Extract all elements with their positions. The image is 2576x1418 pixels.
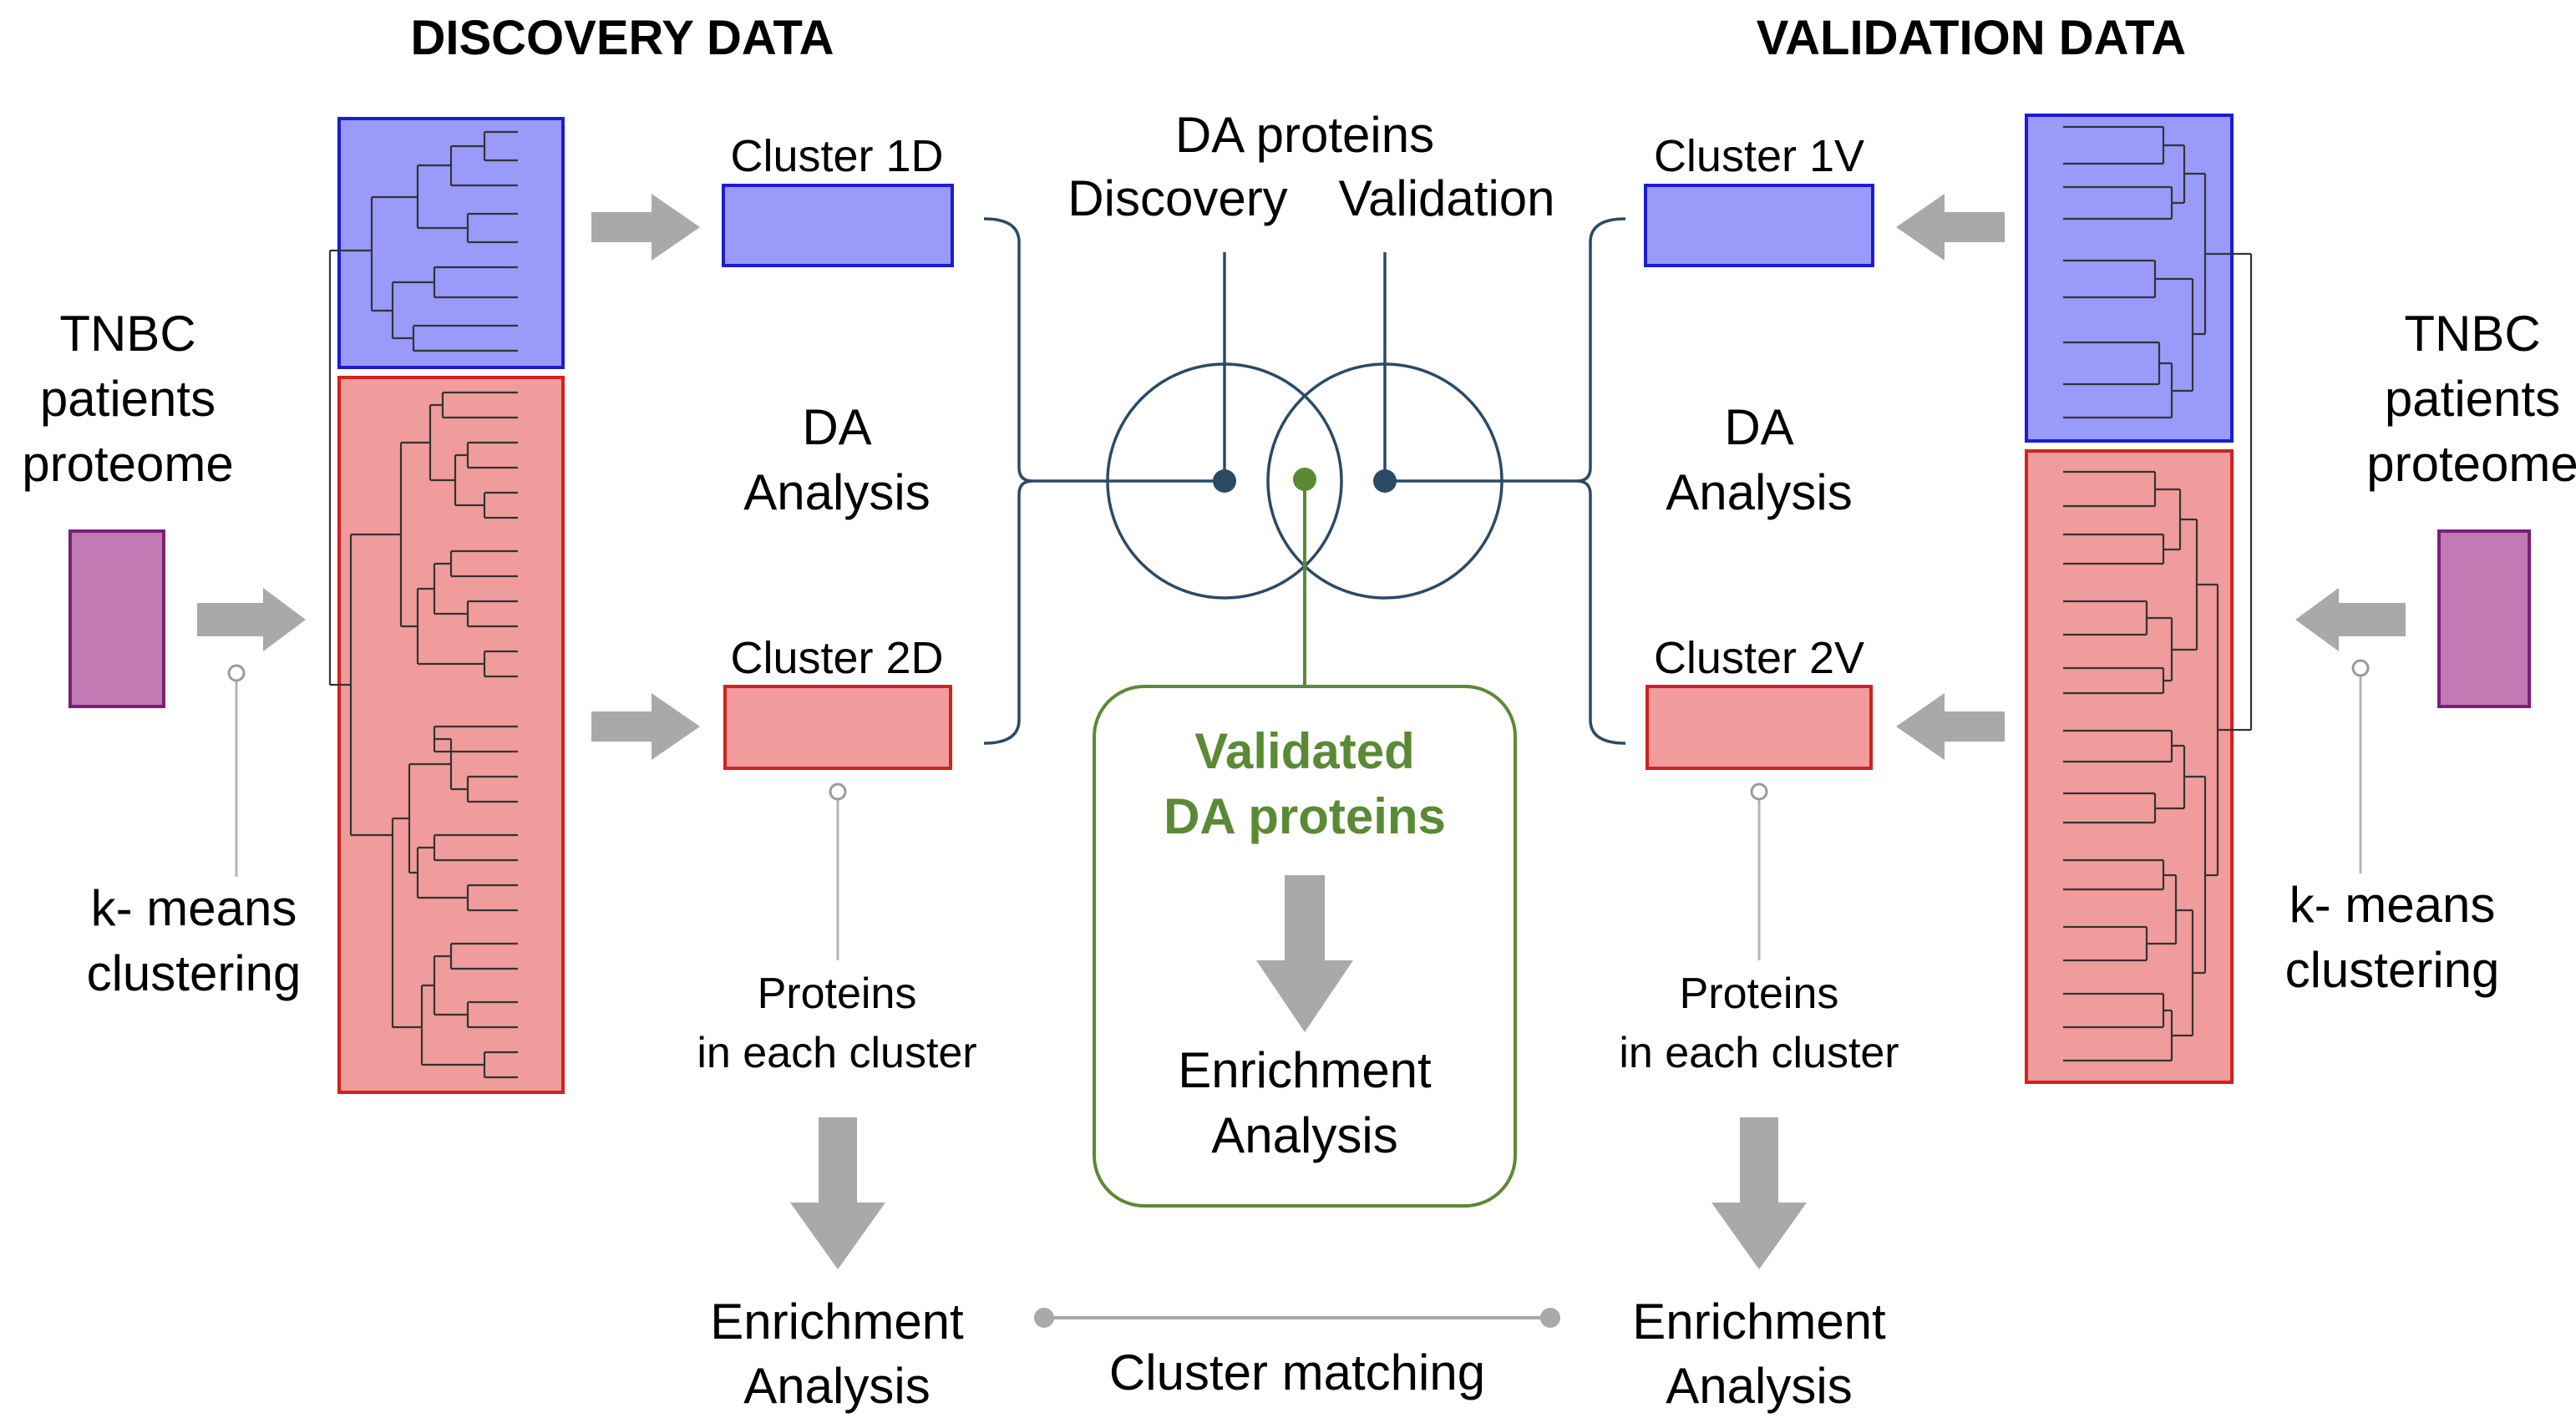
cluster-1d-box xyxy=(722,184,954,267)
validation-dendrogram-tree xyxy=(2063,125,2253,1062)
validated-da-label: Validated DA proteins xyxy=(1164,723,1446,844)
svg-text:Enrichment: Enrichment xyxy=(710,1294,964,1350)
discovery-cluster2-arrow xyxy=(591,693,700,760)
validated-enrichment-arrow xyxy=(1256,875,1353,1032)
svg-text:clustering: clustering xyxy=(87,945,302,1001)
cluster-matching-left-dot xyxy=(1034,1308,1054,1328)
cluster-2v-label: Cluster 2V xyxy=(1654,633,1864,683)
validated-enrichment-label: Enrichment Analysis xyxy=(1178,1042,1432,1163)
svg-text:in each cluster: in each cluster xyxy=(697,1029,976,1077)
discovery-proteins-label: Proteins in each cluster xyxy=(697,970,976,1077)
validation-bracket xyxy=(1576,217,1626,745)
svg-text:TNBC: TNBC xyxy=(59,306,195,362)
cluster-1d-label: Cluster 1D xyxy=(730,131,943,181)
discovery-source-label: TNBC patients proteome xyxy=(22,306,233,492)
cluster-matching-label: Cluster matching xyxy=(1109,1345,1485,1400)
svg-text:k- means: k- means xyxy=(2289,877,2496,933)
discovery-kmeans-leader xyxy=(227,664,246,682)
svg-text:Analysis: Analysis xyxy=(743,464,930,520)
svg-text:proteome: proteome xyxy=(2366,436,2576,492)
discovery-dendrogram-tree xyxy=(328,130,518,1079)
validation-source-label: TNBC patients proteome xyxy=(2366,306,2576,492)
svg-text:TNBC: TNBC xyxy=(2404,306,2540,362)
svg-text:k- means: k- means xyxy=(91,880,297,936)
cluster-2d-label: Cluster 2D xyxy=(730,633,943,683)
cluster-1v-label: Cluster 1V xyxy=(1654,131,1864,181)
svg-text:patients: patients xyxy=(40,371,216,427)
svg-text:Proteins: Proteins xyxy=(758,970,917,1018)
svg-text:DA proteins: DA proteins xyxy=(1164,788,1446,844)
svg-text:DA: DA xyxy=(1724,399,1793,455)
cluster-2v-box xyxy=(1645,685,1873,770)
validation-circle-label: Validation xyxy=(1338,170,1554,226)
discovery-bracket xyxy=(983,217,1033,745)
svg-text:Validated: Validated xyxy=(1194,723,1414,779)
discovery-da-dot xyxy=(1213,469,1236,493)
discovery-proteome-box xyxy=(68,529,165,708)
da-proteins-label: DA proteins xyxy=(1175,107,1434,163)
svg-text:Analysis: Analysis xyxy=(1666,1358,1852,1414)
validation-cluster2-arrow xyxy=(1896,693,2005,760)
validation-dendrogram-cluster1 xyxy=(2025,114,2234,443)
discovery-kmeans-label: k- means clustering xyxy=(87,880,302,1001)
validation-proteome-box xyxy=(2437,529,2531,708)
svg-text:Analysis: Analysis xyxy=(1666,464,1852,520)
validation-dendrogram-cluster2 xyxy=(2025,449,2234,1084)
svg-text:Analysis: Analysis xyxy=(743,1358,930,1414)
svg-text:patients: patients xyxy=(2385,371,2560,427)
discovery-enrichment-label: Enrichment Analysis xyxy=(710,1294,964,1414)
validation-proteins-label: Proteins in each cluster xyxy=(1619,970,1899,1077)
validation-title: VALIDATION DATA xyxy=(1757,11,2186,65)
validation-da-label: DA Analysis xyxy=(1666,399,1852,520)
svg-text:clustering: clustering xyxy=(2285,942,2500,998)
svg-text:DA: DA xyxy=(802,399,871,455)
validation-kmeans-leader xyxy=(2351,659,2370,677)
svg-text:in each cluster: in each cluster xyxy=(1619,1029,1899,1077)
discovery-circle-label: Discovery xyxy=(1067,170,1287,226)
validation-enrichment-label: Enrichment Analysis xyxy=(1632,1294,1886,1414)
discovery-proteome-arrow xyxy=(197,588,306,651)
svg-text:Analysis: Analysis xyxy=(1211,1107,1397,1163)
validation-enrichment-arrow xyxy=(1711,1117,1807,1269)
svg-text:proteome: proteome xyxy=(22,436,233,492)
cluster-2d-box xyxy=(723,685,952,770)
discovery-cluster1-arrow xyxy=(591,194,700,261)
discovery-da-label: DA Analysis xyxy=(743,399,930,520)
svg-text:Enrichment: Enrichment xyxy=(1178,1042,1432,1098)
validation-proteome-arrow xyxy=(2295,588,2406,651)
cluster-1v-box xyxy=(1644,184,1874,267)
discovery-title: DISCOVERY DATA xyxy=(410,11,834,65)
discovery-proteins-leader xyxy=(829,782,847,801)
cluster-matching-right-dot xyxy=(1540,1308,1560,1328)
overlap-dot xyxy=(1293,468,1316,491)
discovery-dendrogram-cluster2 xyxy=(337,376,565,1094)
discovery-enrichment-arrow xyxy=(790,1117,885,1269)
validation-cluster1-arrow xyxy=(1896,194,2005,261)
svg-text:Enrichment: Enrichment xyxy=(1632,1294,1886,1350)
validation-kmeans-label: k- means clustering xyxy=(2285,877,2500,998)
svg-text:Proteins: Proteins xyxy=(1680,970,1839,1018)
validation-da-dot xyxy=(1373,469,1397,493)
validation-proteins-leader xyxy=(1750,782,1768,801)
